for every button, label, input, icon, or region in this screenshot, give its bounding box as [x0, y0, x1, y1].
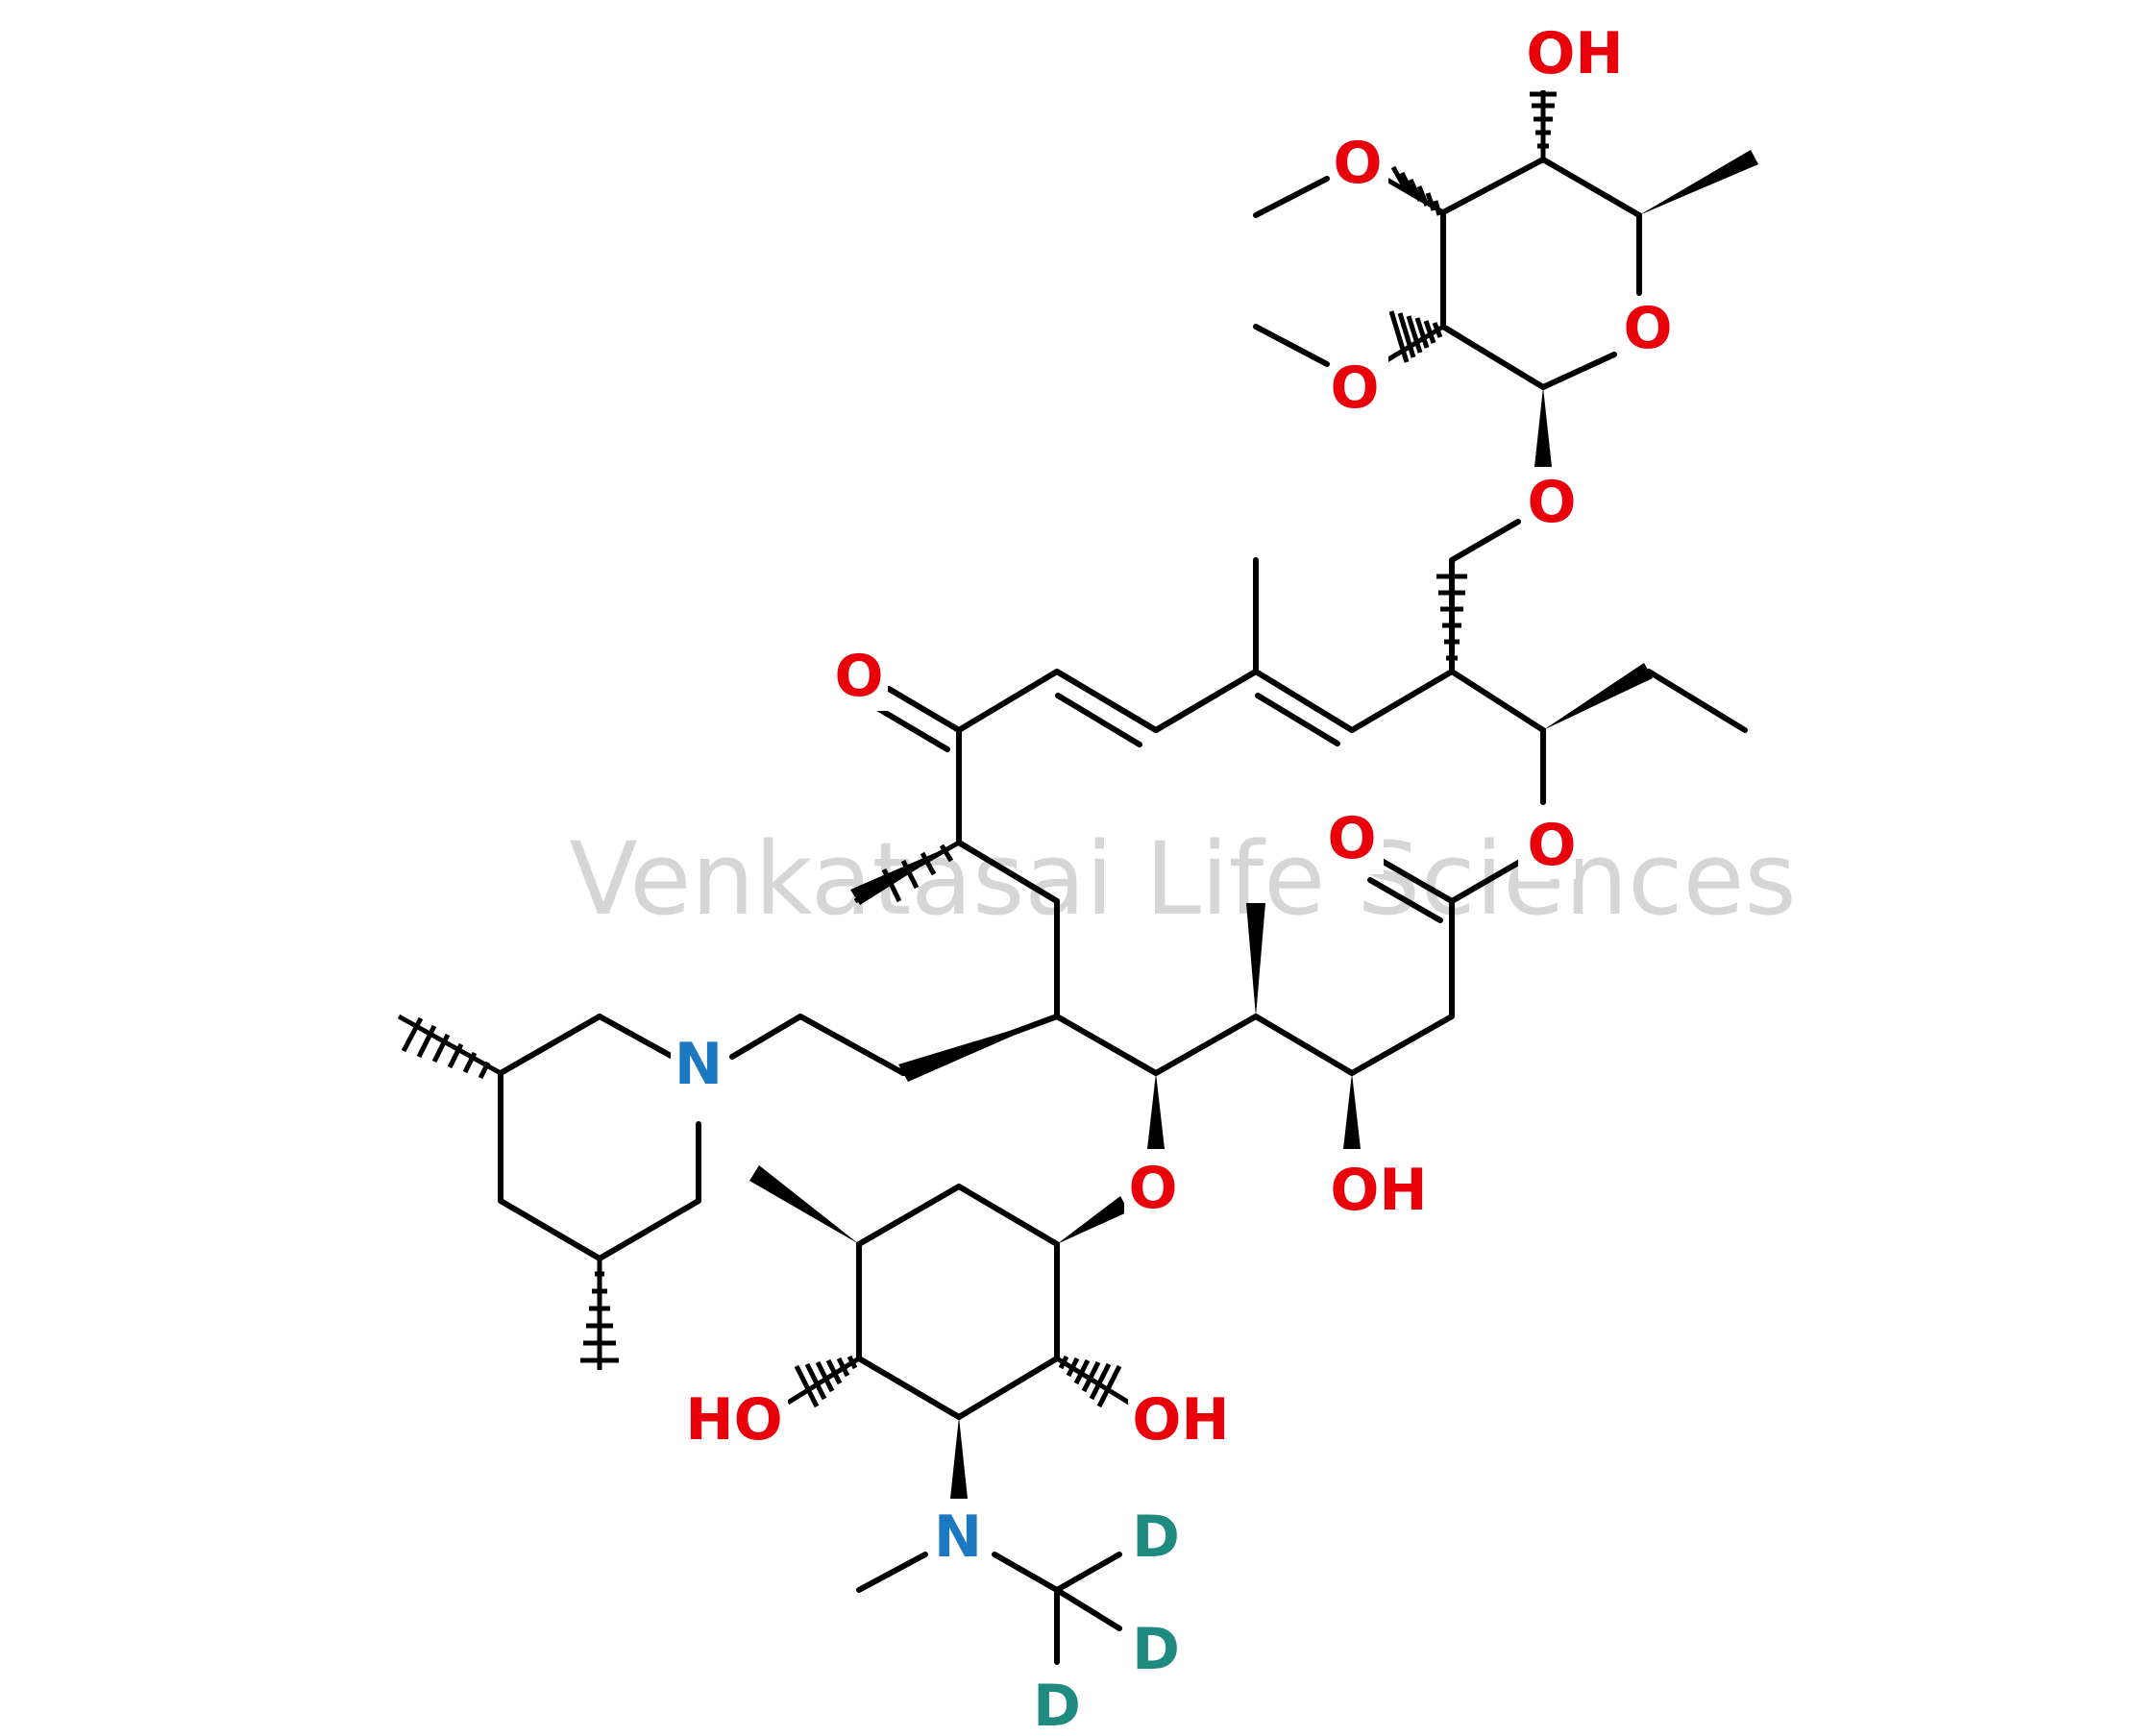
- bond: [1379, 858, 1455, 904]
- bond: [992, 1552, 1060, 1593]
- wedge-bond: [1057, 1196, 1129, 1244]
- hashed-bond: [397, 1014, 503, 1080]
- bond: [956, 1356, 1060, 1420]
- atom-label-o-ring: O: [1623, 295, 1672, 362]
- atom-label-ho-left: HO: [685, 1386, 782, 1454]
- label-bg: [1619, 296, 1677, 363]
- label-bg: [1331, 130, 1388, 197]
- atom-label-d-upper: D: [1132, 1504, 1180, 1571]
- watermark-text: Venkatasai Life Sciences: [569, 820, 1796, 938]
- label-bg: [1128, 1388, 1234, 1455]
- atom-label-oh-macro: OH: [1330, 1157, 1427, 1224]
- label-bg: [928, 1504, 986, 1571]
- bond: [1349, 1014, 1455, 1076]
- bond: [1540, 157, 1642, 218]
- wedge-bond: [950, 1417, 968, 1499]
- label-bg: [1524, 471, 1582, 538]
- bond: [597, 1014, 675, 1060]
- hashed-bond: [1382, 165, 1445, 216]
- bond: [1349, 669, 1455, 733]
- atom-label-o-lactone-ring: O: [1527, 812, 1576, 879]
- bond: [729, 1014, 803, 1060]
- bond: [1449, 859, 1523, 904]
- atom-label-o-lactone-carbonyl: O: [1327, 805, 1376, 872]
- label-bg: [1334, 1159, 1439, 1226]
- label-bg: [671, 1033, 728, 1100]
- hashed-bond: [1055, 1355, 1131, 1408]
- bond: [856, 1356, 962, 1420]
- bond: [1367, 877, 1443, 923]
- label-bg: [1522, 21, 1628, 88]
- bond: [498, 1198, 602, 1261]
- hashed-bond: [1382, 310, 1445, 365]
- wedge-bond: [1147, 1073, 1165, 1149]
- atom-label-oh-right: OH: [1132, 1386, 1229, 1454]
- bond: [498, 1014, 602, 1076]
- atom-labels: OH O O O O O O O OH O N HO OH N D D D: [671, 20, 1677, 1736]
- label-bg: [1124, 1153, 1182, 1220]
- bond: [1153, 669, 1259, 733]
- bond: [856, 1184, 962, 1247]
- bond: [1253, 1014, 1355, 1076]
- atom-label-d-middle: D: [1132, 1616, 1180, 1683]
- bond: [886, 686, 962, 733]
- wedge-bond: [749, 1165, 859, 1244]
- hashed-bond: [786, 1355, 861, 1408]
- wedge-bond: [1534, 387, 1552, 467]
- hashed-bonds: [397, 90, 1557, 1408]
- wedge-bond: [1246, 903, 1265, 1016]
- atom-label-o-ether: O: [1128, 1155, 1177, 1222]
- wedge-bond: [1639, 150, 1758, 215]
- atom-label-o-methoxy-upper: O: [1333, 130, 1382, 197]
- label-bg: [1518, 812, 1576, 879]
- bond: [1253, 176, 1330, 218]
- hashed-bond: [580, 1259, 619, 1370]
- atom-label-d-lower: D: [1033, 1673, 1081, 1736]
- bond: [1054, 669, 1159, 733]
- bond: [874, 705, 950, 752]
- atom-label-n-amine: N: [934, 1504, 982, 1571]
- atom-label-o-methoxy-lower: O: [1330, 355, 1379, 422]
- bond: [1255, 693, 1340, 746]
- bond: [956, 1184, 1060, 1247]
- bond: [856, 1552, 928, 1593]
- bond: [1540, 352, 1617, 390]
- bond: [1646, 669, 1748, 733]
- wedge-bond: [898, 1016, 1057, 1082]
- bond: [956, 840, 1060, 904]
- bond: [1449, 669, 1546, 733]
- atom-label-o-glycosidic: O: [1527, 469, 1576, 536]
- label-bg: [830, 644, 888, 711]
- bond: [597, 1198, 701, 1261]
- wedge-bond: [1543, 663, 1653, 730]
- bond: [1054, 1552, 1122, 1593]
- atom-label-oh-sugar-top: OH: [1526, 20, 1623, 87]
- bond: [1440, 157, 1546, 215]
- bond: [1054, 1587, 1122, 1631]
- hashed-bond: [1530, 90, 1557, 159]
- bond: [1253, 324, 1330, 367]
- bond: [1153, 1014, 1259, 1076]
- label-bg: [1326, 807, 1384, 874]
- bond: [956, 669, 1060, 733]
- atom-label-o-ketone: O: [834, 643, 883, 710]
- bond: [798, 1014, 906, 1076]
- wedge-bond: [1343, 1073, 1361, 1149]
- label-bg: [682, 1388, 788, 1455]
- bond: [1055, 693, 1142, 747]
- bond: [1449, 519, 1521, 563]
- hashed-bond: [853, 840, 961, 904]
- atom-label-n-piperidine: N: [675, 1031, 723, 1098]
- label-bg: [1331, 355, 1388, 423]
- hashed-bond: [1436, 560, 1467, 672]
- bond: [1054, 1014, 1159, 1076]
- bond: [1440, 324, 1546, 390]
- bond: [1253, 669, 1355, 733]
